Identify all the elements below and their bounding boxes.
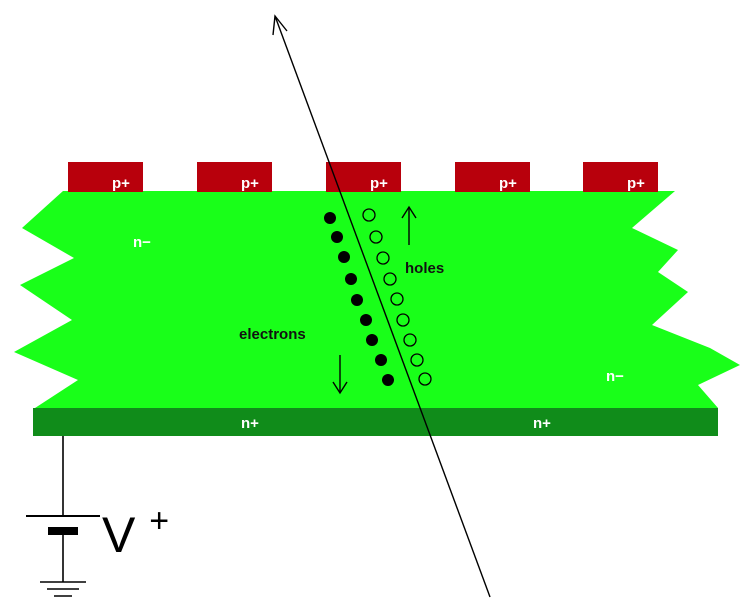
n-plus-label-left: n+ xyxy=(241,415,259,432)
holes-label: holes xyxy=(405,260,444,277)
hole-5 xyxy=(390,292,404,306)
electron-4 xyxy=(345,273,357,285)
holes-group xyxy=(362,208,432,386)
strip-label-1: p+ xyxy=(112,175,130,192)
strip-label-2: p+ xyxy=(241,175,259,192)
hole-8 xyxy=(410,353,424,367)
hole-3 xyxy=(376,251,390,265)
n-plus-label-right: n+ xyxy=(533,415,551,432)
holes-up-arrow xyxy=(401,205,417,245)
n-plus-backplane xyxy=(33,408,718,436)
p-plus-strip-4 xyxy=(455,162,530,192)
electrons-down-arrow xyxy=(332,355,348,395)
hole-6 xyxy=(396,313,410,327)
battery-plate-short xyxy=(48,527,78,535)
voltage-label-plus: + xyxy=(149,502,169,540)
n-minus-bulk xyxy=(14,191,740,408)
voltage-label-v: V xyxy=(102,507,136,563)
p-plus-strip-2 xyxy=(197,162,272,192)
electron-2 xyxy=(331,231,343,243)
electron-3 xyxy=(338,251,350,263)
hole-2 xyxy=(369,230,383,244)
strip-label-3: p+ xyxy=(370,175,388,192)
hole-4 xyxy=(383,272,397,286)
electron-7 xyxy=(366,334,378,346)
hole-9 xyxy=(418,372,432,386)
electron-5 xyxy=(351,294,363,306)
p-plus-strip-1 xyxy=(68,162,143,192)
hole-1 xyxy=(362,208,376,222)
strip-label-5: p+ xyxy=(627,175,645,192)
p-plus-strip-5 xyxy=(583,162,658,192)
p-plus-strips xyxy=(68,162,658,192)
electrons-label: electrons xyxy=(239,326,306,343)
electrons-group xyxy=(324,212,394,386)
voltage-label: V + xyxy=(102,502,169,563)
particle-track-arrow xyxy=(272,14,491,598)
n-minus-label-left: n− xyxy=(133,234,151,251)
electron-9 xyxy=(382,374,394,386)
hole-7 xyxy=(403,333,417,347)
bias-circuit xyxy=(26,436,100,597)
particle-track-line xyxy=(274,15,491,598)
strip-label-4: p+ xyxy=(499,175,517,192)
electron-8 xyxy=(375,354,387,366)
electron-6 xyxy=(360,314,372,326)
electron-1 xyxy=(324,212,336,224)
p-plus-strip-3 xyxy=(326,162,401,192)
particle-track-arrowhead xyxy=(272,14,288,36)
n-minus-label-right: n− xyxy=(606,368,624,385)
